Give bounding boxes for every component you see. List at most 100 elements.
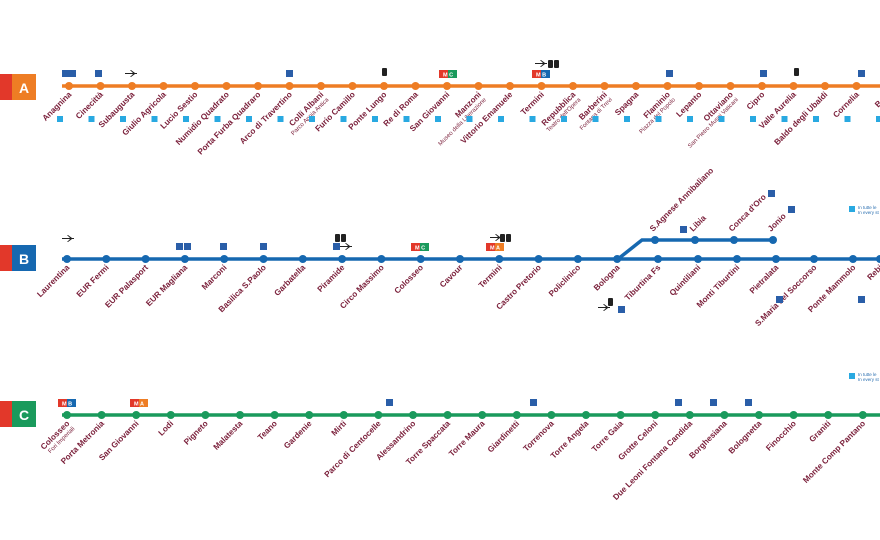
station-dot[interactable] [772,255,780,263]
station-dot[interactable] [849,255,857,263]
station-dot[interactable] [789,82,798,90]
station-dot[interactable] [616,411,625,419]
station-dot[interactable] [270,411,279,419]
station-dot[interactable] [443,82,451,90]
station-dot[interactable] [876,255,880,263]
station-label: Pietralata [748,263,781,296]
station-dot[interactable] [573,255,582,263]
station-dot[interactable] [63,411,71,419]
station-dot[interactable] [285,82,294,90]
station-dot[interactable] [317,82,325,90]
station-dot[interactable] [96,82,105,90]
station-dot[interactable] [512,411,521,419]
station-dot[interactable] [456,255,464,263]
station-name: Teano [256,419,279,442]
wheelchair-icon [624,116,630,122]
station-dot[interactable] [377,255,386,263]
station-dot[interactable] [569,82,577,90]
station-name: Cavour [438,262,465,289]
station-dot[interactable] [685,411,694,419]
station-dot[interactable] [474,82,483,90]
station-dot[interactable] [726,82,735,90]
station-dot[interactable] [128,82,136,90]
train-icon [382,68,387,76]
station-dot[interactable] [478,411,487,419]
station-dot[interactable] [821,82,829,90]
station-dot[interactable] [720,411,729,419]
station-dot[interactable] [730,236,738,244]
svg-text:M B: M B [62,402,72,408]
train-icon [500,234,505,242]
station-dot[interactable] [180,255,189,263]
station-dot[interactable] [298,255,307,263]
station-dot[interactable] [810,255,818,263]
station-dot[interactable] [495,255,504,263]
station-name: Mirti [330,419,349,438]
station-label: Finocchio [764,419,798,453]
station-dot[interactable] [852,82,861,90]
station-dot[interactable] [537,82,546,90]
station-dot[interactable] [254,82,262,90]
station-dot[interactable] [824,411,833,419]
station-dot[interactable] [651,236,659,244]
line-c-badge: C [0,401,36,427]
wheelchair-icon [813,116,819,122]
station-name: Pigneto [182,419,210,447]
station-dot[interactable] [506,82,514,90]
station-dot[interactable] [65,82,73,90]
station-dot[interactable] [443,411,452,419]
line-b-badge: B [0,245,36,271]
station-dot[interactable] [338,255,347,263]
station-dot[interactable] [305,411,314,419]
station-dot[interactable] [409,411,417,419]
station-label: Graniti [808,419,833,444]
station-dot[interactable] [222,82,231,90]
station-dot[interactable] [166,411,175,419]
station-label: Porta Furba Quadraro [196,90,263,157]
station-dot[interactable] [236,411,244,419]
station-dot[interactable] [220,255,229,263]
station-dot[interactable] [691,236,699,244]
station-dot[interactable] [651,411,660,419]
station-dot[interactable] [654,255,662,263]
station-name: Conca d'Oro [727,193,768,234]
station-dot[interactable] [547,411,556,419]
station-dot[interactable] [858,411,867,419]
station-dot[interactable] [582,411,590,419]
station-dot[interactable] [132,411,141,419]
station-dot[interactable] [613,255,622,263]
station-dot[interactable] [201,411,210,419]
station-dot[interactable] [380,82,388,90]
station-dot[interactable] [755,411,763,419]
station-dot[interactable] [600,82,609,90]
station-dot[interactable] [632,82,640,90]
wheelchair-icon [592,116,599,122]
station-dot[interactable] [159,82,168,90]
station-label: Lepanto [675,90,704,119]
station-dot[interactable] [348,82,357,90]
station-dot[interactable] [97,411,106,419]
station-label: Malatesta [212,419,245,452]
station-dot[interactable] [733,255,741,263]
station-dot[interactable] [769,236,777,244]
station-dot[interactable] [789,411,798,419]
station-dot[interactable] [191,82,199,90]
station-dot[interactable] [63,255,71,263]
svg-text:M A: M A [490,246,500,252]
station-dot[interactable] [374,411,383,419]
station-dot[interactable] [695,82,703,90]
station-dot[interactable] [102,255,111,263]
station-dot[interactable] [694,255,702,263]
station-dot[interactable] [416,255,425,263]
station-dot[interactable] [339,411,348,419]
station-dot[interactable] [663,82,672,90]
interchange-badge-b-termini: M A [486,243,504,252]
station-dot[interactable] [259,255,268,263]
station-dot[interactable] [758,82,766,90]
wheelchair-icon [718,116,725,122]
station-dot[interactable] [141,255,150,263]
station-dot[interactable] [534,255,543,263]
station-dot[interactable] [411,82,420,90]
